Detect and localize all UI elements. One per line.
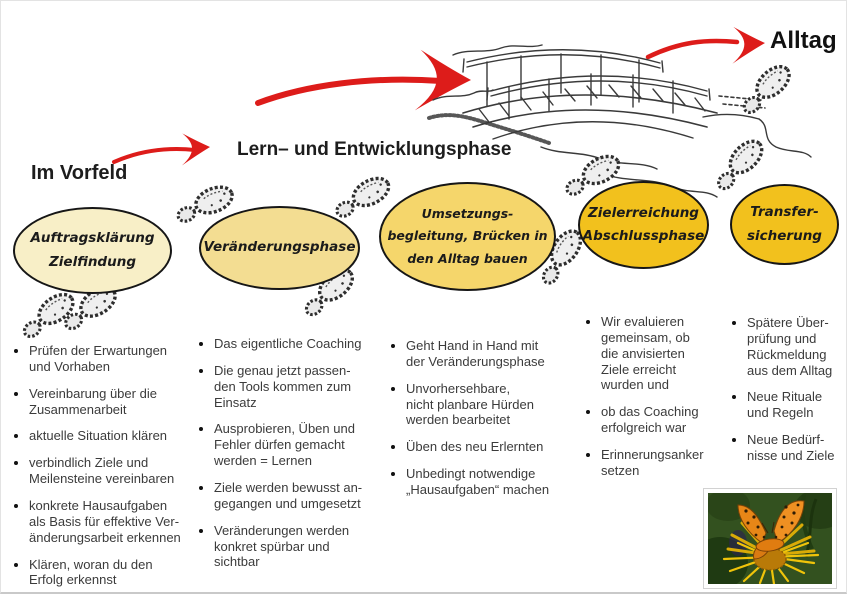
notes-column-zielerreichung: Wir evaluieren gemeinsam, ob die anvisie… — [585, 314, 710, 490]
note-item: Die genau jetzt passen- den Tools kommen… — [214, 363, 363, 411]
note-item: aktuelle Situation klären — [29, 428, 181, 444]
note-item: konkrete Hausaufgaben als Basis für effe… — [29, 498, 181, 546]
note-item: Unvorhersehbare, nicht planbare Hürden w… — [406, 381, 553, 429]
note-item: Spätere Über- prüfung und Rückmeldung au… — [747, 315, 843, 378]
note-item: Üben des neu Erlernten — [406, 439, 553, 455]
phase-bubble-line: Veränderungsphase — [203, 239, 356, 256]
phase-bubble-umsetzungsbegleitung: Umsetzungs-begleitung, Brücken in den All… — [379, 182, 556, 291]
note-item: ob das Coaching erfolgreich war — [601, 404, 710, 436]
notes-column-umsetzungsbegleitung: Geht Hand in Hand mit der Veränderungsph… — [390, 338, 553, 509]
phase-bubble-veraenderungsphase: Veränderungsphase — [199, 206, 360, 290]
note-item: Klären, woran du den Erfolg erkennst — [29, 557, 181, 589]
phase-bubble-line: sicherung — [747, 227, 822, 244]
notes-column-transfersicherung: Spätere Über- prüfung und Rückmeldung au… — [731, 315, 843, 475]
note-item: Ziele werden bewusst an- gegangen und um… — [214, 480, 363, 512]
phase-bubble-line: Transfer- — [750, 204, 819, 220]
note-item: Prüfen der Erwartungen und Vorhaben — [29, 343, 181, 375]
note-item: Unbedingt notwendige „Hausaufgaben“ mach… — [406, 466, 553, 498]
notes-column-auftragsklaerung: Prüfen der Erwartungen und VorhabenVerei… — [13, 343, 181, 592]
phase-bubble-line: den Alltag bauen — [407, 250, 528, 266]
phase-bubble-line: Auftragsklärung — [30, 230, 155, 246]
note-item: verbindlich Ziele und Meilensteine verei… — [29, 455, 181, 487]
phase-bubble-line: Umsetzungs- — [421, 205, 514, 221]
phase-bubble-transfersicherung: Transfer-sicherung — [730, 184, 839, 265]
note-item: Neue Rituale und Regeln — [747, 389, 843, 421]
bridge-illustration — [427, 44, 812, 198]
arrow-vorfeld-icon — [112, 132, 211, 166]
note-item: Geht Hand in Hand mit der Veränderungsph… — [406, 338, 553, 370]
butterfly-photo — [703, 488, 837, 589]
notes-column-veraenderungsphase: Das eigentliche CoachingDie genau jetzt … — [198, 336, 363, 581]
heading-lern-entwicklungsphase: Lern– und Entwicklungsphase — [237, 139, 512, 160]
arrow-bridge-icon — [255, 49, 472, 113]
note-item: Erinnerungsanker setzen — [601, 447, 710, 479]
note-item: Veränderungen werden konkret spürbar und… — [214, 523, 363, 571]
phase-bubble-line: Abschlussphase — [582, 228, 705, 244]
note-item: Wir evaluieren gemeinsam, ob die anvisie… — [601, 314, 710, 393]
butterfly-icon — [737, 500, 805, 560]
arrow-alltag-icon — [645, 25, 766, 64]
heading-alltag: Alltag — [770, 27, 837, 54]
heading-im-vorfeld: Im Vorfeld — [31, 162, 128, 184]
phase-bubble-line: Zielerreichung — [588, 204, 699, 221]
phase-bubble-line: Zielfindung — [49, 253, 136, 270]
note-item: Ausprobieren, Üben und Fehler dürfen gem… — [214, 421, 363, 469]
note-item: Neue Bedürf- nisse und Ziele — [747, 432, 843, 464]
note-item: Das eigentliche Coaching — [214, 336, 363, 352]
phase-bubble-line: begleitung, Brücken in — [387, 228, 548, 244]
note-item: Vereinbarung über die Zusammenarbeit — [29, 386, 181, 418]
